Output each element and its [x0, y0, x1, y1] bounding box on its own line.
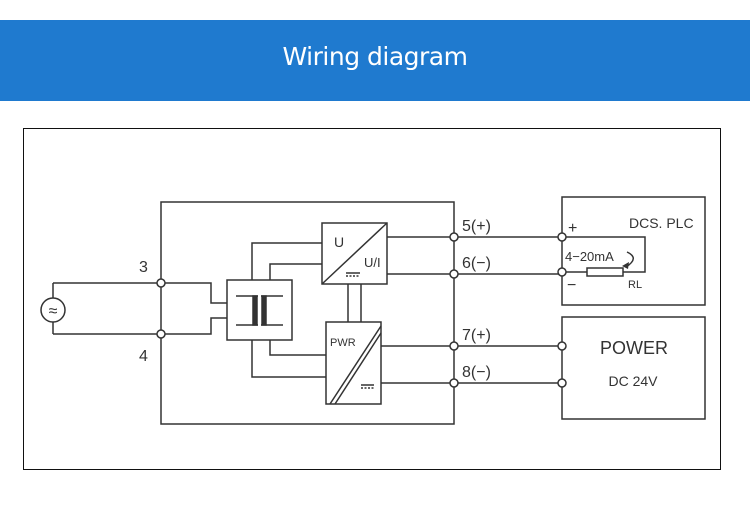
resistor-icon	[586, 267, 624, 277]
terminal-6	[449, 269, 459, 279]
terminal-8-label: 8(−)	[462, 364, 491, 381]
wire-in-4	[161, 317, 227, 335]
isolator-box	[226, 279, 293, 341]
power-terminal-plus	[557, 341, 567, 351]
current-label: 4−20mA	[565, 249, 614, 264]
pwr-diagonal-2	[334, 332, 382, 405]
terminal-3	[156, 278, 166, 288]
wire-in-3	[161, 282, 227, 304]
title-underline	[352, 101, 399, 104]
terminal-4-label: 4	[139, 348, 148, 365]
terminal-8	[449, 378, 459, 388]
power-supply-box	[561, 316, 706, 420]
resistor-label: RL	[628, 279, 642, 291]
plc-minus-label: −	[567, 277, 576, 294]
ui-diagonal	[321, 222, 388, 285]
power-title: POWER	[600, 338, 668, 358]
terminal-3-label: 3	[139, 259, 148, 276]
dcs-plc-box	[561, 196, 706, 306]
ac-source	[40, 282, 161, 335]
pwr-block	[325, 321, 382, 405]
wire-iso-ui-1	[251, 242, 322, 280]
wire-iso-ui-2	[269, 263, 322, 280]
plc-terminal-minus	[557, 267, 567, 277]
dc-symbol-icon	[361, 384, 374, 389]
plc-plus-label: +	[568, 220, 577, 237]
terminal-5-label: 5(+)	[462, 218, 491, 235]
pwr-label: PWR	[330, 337, 356, 349]
page-title: Wiring diagram	[282, 42, 468, 71]
loop-wire	[562, 236, 646, 273]
terminal-6-label: 6(−)	[462, 255, 491, 272]
dcs-plc-title: DCS. PLC	[629, 215, 694, 231]
converter-input-label: U	[334, 234, 344, 250]
converter-output-label: U/I	[364, 255, 381, 270]
power-terminal-minus	[557, 378, 567, 388]
ac-symbol: ≈	[49, 303, 58, 320]
wire-iso-pwr-1	[269, 340, 326, 356]
terminal-7	[449, 341, 459, 351]
wire-iso-pwr-2	[251, 340, 326, 378]
terminal-5	[449, 232, 459, 242]
dc-symbol-icon	[346, 272, 360, 277]
terminal-4	[156, 329, 166, 339]
transformer-icon	[236, 295, 283, 326]
diagram-frame	[23, 128, 721, 470]
module-outline	[160, 201, 455, 425]
terminal-7-label: 7(+)	[462, 327, 491, 344]
plc-terminal-plus	[557, 232, 567, 242]
header-banner: Wiring diagram	[0, 20, 750, 104]
pwr-diagonal-1	[329, 325, 382, 405]
power-subtitle: DC 24V	[608, 373, 658, 389]
ac-source-icon	[40, 297, 66, 323]
